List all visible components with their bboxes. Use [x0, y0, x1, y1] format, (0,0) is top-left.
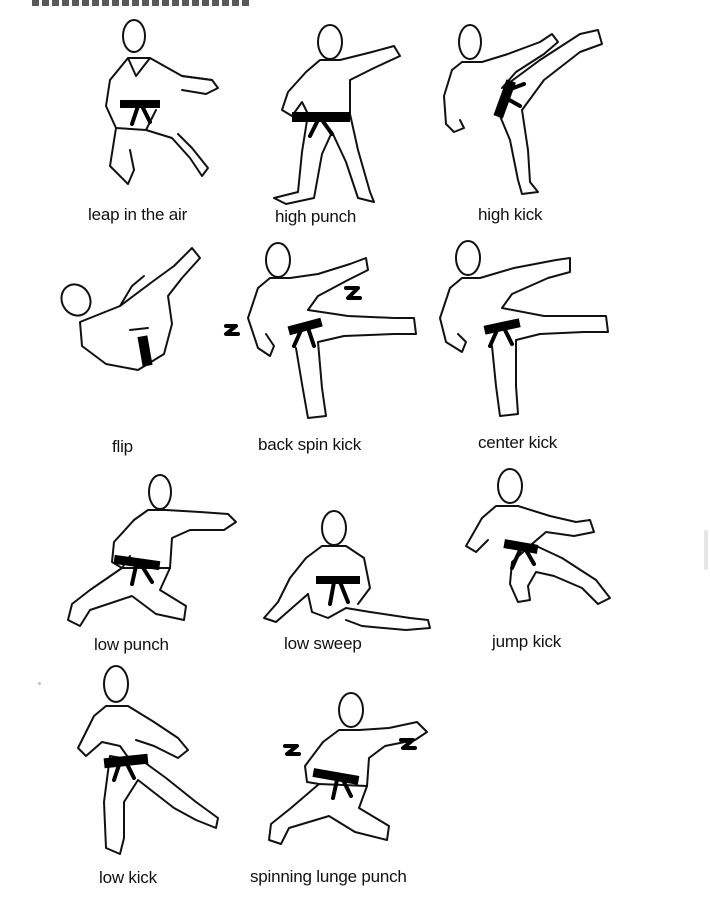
caption-high-kick: high kick	[478, 205, 543, 224]
caption-low-sweep: low sweep	[284, 634, 362, 653]
figure-low-sweep	[263, 510, 431, 631]
move-high-kick	[440, 20, 610, 200]
figure-leap-in-the-air	[105, 19, 219, 185]
caption-center-kick: center kick	[478, 433, 558, 452]
caption-leap-in-the-air: leap in the air	[88, 205, 188, 224]
figure-back-spin-kick	[224, 242, 417, 419]
figure-jump-kick	[465, 468, 611, 605]
caption-spinning-lunge-punch: spinning lunge punch	[250, 867, 407, 886]
move-high-punch	[262, 22, 412, 207]
figure-low-punch	[67, 474, 237, 627]
move-back-spin-kick	[218, 238, 428, 428]
move-low-kick	[70, 662, 230, 867]
caption-low-punch: low punch	[94, 635, 169, 654]
move-center-kick	[436, 236, 616, 431]
figure-spinning-lunge-punch	[268, 692, 428, 845]
move-low-sweep	[250, 508, 440, 633]
figure-low-kick	[77, 665, 219, 855]
move-spinning-lunge-punch	[255, 690, 445, 855]
figure-center-kick	[439, 240, 609, 417]
move-flip	[60, 242, 205, 382]
move-jump-kick	[458, 466, 623, 616]
caption-flip: flip	[112, 437, 133, 456]
figure-high-kick	[443, 24, 603, 195]
move-low-punch	[60, 470, 250, 635]
caption-high-punch: high punch	[275, 207, 357, 226]
caption-low-kick: low kick	[99, 868, 157, 887]
caption-back-spin-kick: back spin kick	[258, 435, 362, 454]
move-leap-in-the-air	[88, 18, 233, 193]
figure-flip	[60, 247, 201, 371]
scan-speck	[38, 682, 41, 685]
figure-high-punch	[273, 24, 401, 205]
caption-jump-kick: jump kick	[492, 632, 562, 651]
cropped-heading-fragment	[32, 0, 252, 6]
scan-speck	[704, 530, 708, 570]
